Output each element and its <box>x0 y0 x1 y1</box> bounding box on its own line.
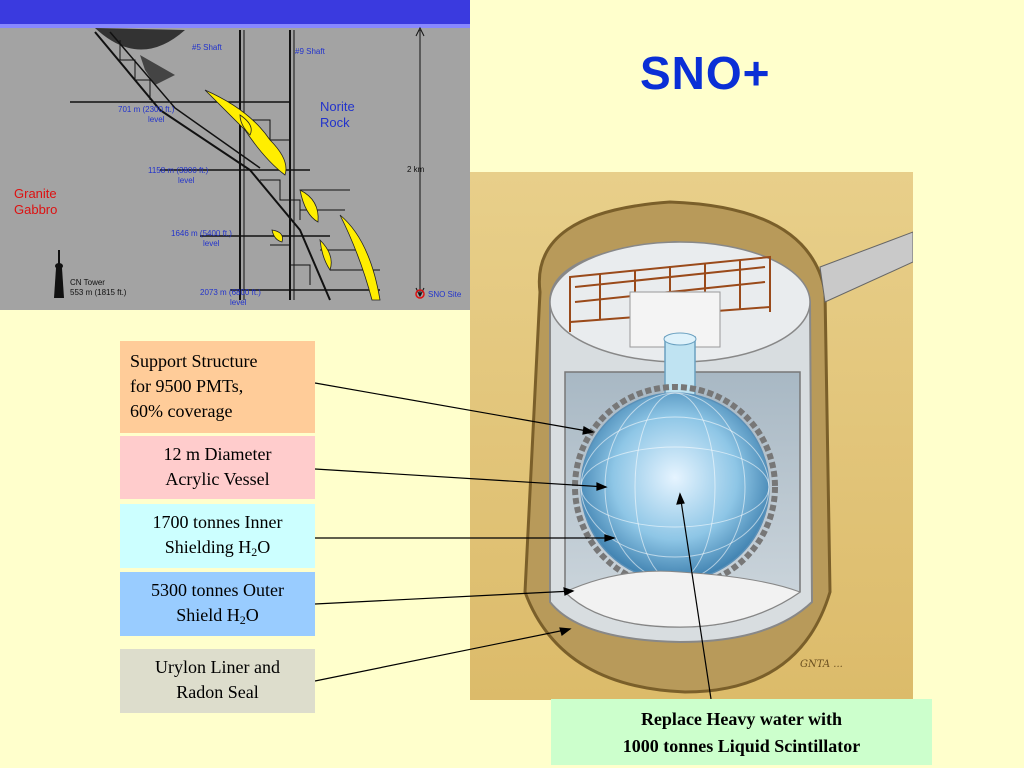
level-1158-unit: level <box>178 176 195 185</box>
level-2073: 2073 m (6800 ft.) <box>200 288 261 297</box>
support-line-1: Support Structure <box>130 351 258 371</box>
cn-tower-icon <box>54 250 64 298</box>
depth-scale-label: 2 km <box>407 165 425 174</box>
inner-line-2: Shielding H2O <box>164 537 271 559</box>
support-structure-label: Support Structure for 9500 PMTs, 60% cov… <box>120 341 315 433</box>
shaft9-label: #9 Shaft <box>295 47 326 56</box>
shaft5-label: #5 Shaft <box>192 43 223 52</box>
inner-shielding-label: 1700 tonnes Inner Shielding H2O <box>120 504 315 568</box>
acrylic-vessel-label: 12 m Diameter Acrylic Vessel <box>120 436 315 499</box>
granite-label: Granite <box>14 186 57 201</box>
liner-line-2: Radon Seal <box>176 682 259 702</box>
level-1646-unit: level <box>203 239 220 248</box>
rock-label: Rock <box>320 115 350 130</box>
level-701-unit: level <box>148 115 165 124</box>
urylon-liner-label: Urylon Liner and Radon Seal <box>120 649 315 713</box>
level-1646: 1646 m (5400 ft.) <box>171 229 232 238</box>
detector-cutaway-illustration: GNTA ... <box>470 172 913 700</box>
replace-line-2: 1000 tonnes Liquid Scintillator <box>622 736 861 756</box>
liner-line-1: Urylon Liner and <box>155 657 280 677</box>
level-701: 701 m (2300 ft.) <box>118 105 175 114</box>
outer-line-1: 5300 tonnes Outer <box>151 580 284 600</box>
norite-label: Norite <box>320 99 355 114</box>
cn-tower-height: 553 m (1815 ft.) <box>70 288 127 297</box>
level-2073-unit: level <box>230 298 247 307</box>
cn-tower-label: CN Tower <box>70 278 105 287</box>
outer-shield-label: 5300 tonnes Outer Shield H2O <box>120 572 315 636</box>
gabbro-label: Gabbro <box>14 202 57 217</box>
support-line-3: 60% coverage <box>130 401 233 421</box>
mine-cross-section: 2 km #5 Shaft #9 Shaft Norite Rock Grani… <box>0 0 470 310</box>
page-title: SNO+ <box>640 47 771 99</box>
svg-text:GNTA ...: GNTA ... <box>800 659 843 670</box>
vessel-line-2: Acrylic Vessel <box>165 469 270 489</box>
support-line-2: for 9500 PMTs, <box>130 376 244 396</box>
sno-site-label: SNO Site <box>428 290 462 299</box>
vessel-line-1: 12 m Diameter <box>163 444 272 464</box>
inner-line-1: 1700 tonnes Inner <box>152 512 283 532</box>
outer-line-2: Shield H2O <box>176 605 259 627</box>
replace-heavy-water-label: Replace Heavy water with 1000 tonnes Liq… <box>551 699 932 765</box>
sno-site-marker <box>415 289 425 299</box>
level-1158: 1158 m (3800 ft.) <box>148 166 209 175</box>
replace-line-1: Replace Heavy water with <box>640 709 843 729</box>
